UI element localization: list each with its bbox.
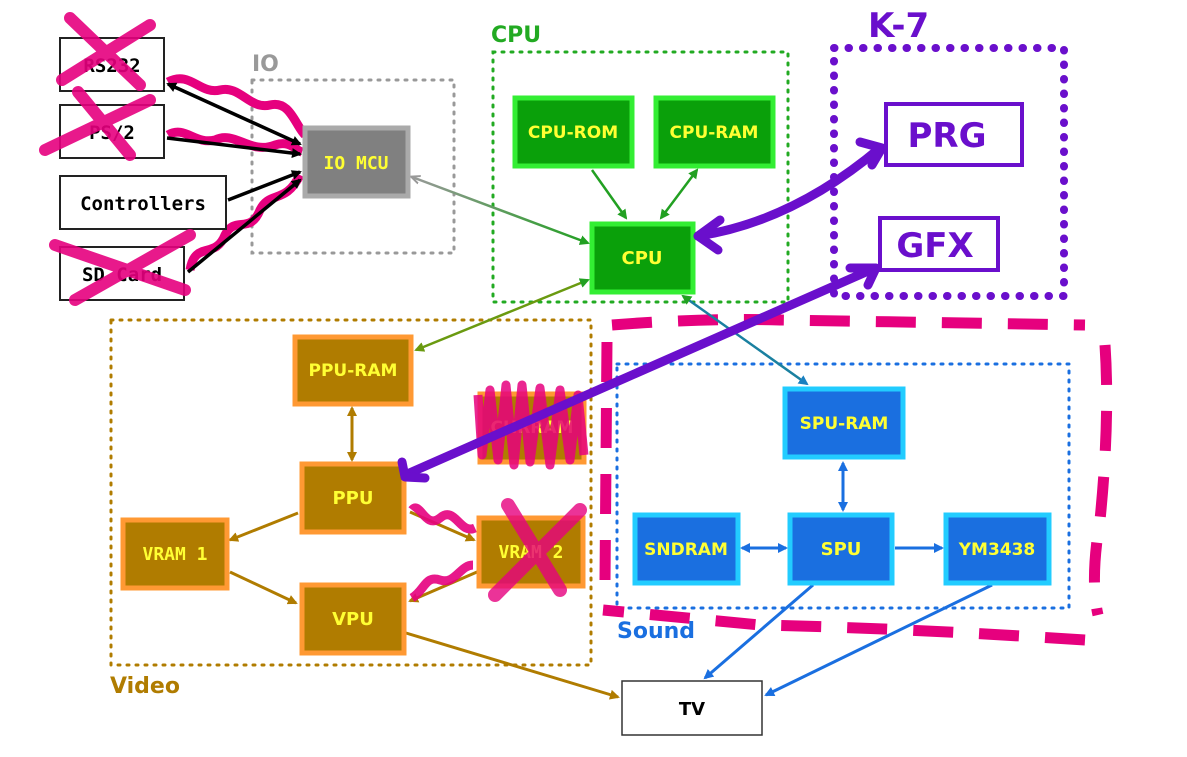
edge-cpu-spuram: [681, 294, 809, 386]
node-prg: PRG: [884, 102, 1024, 167]
squiggle-vram2-vpu: [409, 560, 474, 602]
node-spu-ram: SPU-RAM: [782, 386, 906, 460]
edge-rs232-iomcu: [166, 82, 302, 146]
io-group: IO: [250, 52, 456, 255]
node-io-mcu-label: IO MCU: [323, 153, 388, 174]
edge-ps2-iomcu: [166, 136, 302, 159]
node-ppu: PPU: [299, 461, 407, 535]
node-gfx-label: GFX: [896, 226, 973, 266]
video-group-label: Video: [110, 674, 180, 699]
node-cpu-ram: CPU-RAM: [653, 95, 776, 169]
node-vram1-label: VRAM 1: [142, 544, 207, 565]
strike-icon: [39, 86, 156, 161]
node-ym3438-label: YM3438: [958, 540, 1036, 560]
node-tv: TV: [621, 680, 763, 736]
io-group-border: [250, 78, 456, 255]
node-cpu-rom-label: CPU-ROM: [528, 123, 618, 143]
edge-sdcard-iomcu: [186, 178, 302, 274]
k7-group-label: K-7: [868, 6, 929, 46]
edge-ym3438-tv: [764, 583, 993, 697]
edge-vram2-vpu: [408, 570, 478, 603]
edge-cpu-ppuram: [414, 278, 590, 352]
node-controllers: Controllers: [59, 175, 227, 230]
node-ppu-label: PPU: [332, 488, 373, 509]
arrowhead-ppu: [397, 457, 430, 483]
strike-icon: [56, 12, 156, 91]
arrowhead-prg: [855, 137, 887, 170]
sound-group: Sound: [615, 362, 1071, 644]
edge-controllers-iomcu: [227, 170, 302, 202]
k7-group: K-7: [830, 6, 1068, 300]
handdrawn-sound-outline: [599, 314, 1113, 646]
node-spu-label: SPU: [821, 539, 862, 560]
node-vpu: VPU: [299, 582, 407, 656]
k7-group-border: [830, 44, 1068, 300]
arrow-ppu-gfx: [400, 263, 880, 480]
edge-vpu-tv: [405, 631, 620, 700]
node-controllers-label: Controllers: [80, 193, 206, 215]
sound-group-border: [615, 362, 1071, 610]
node-vpu-label: VPU: [332, 609, 374, 630]
node-sndram: SNDRAM: [632, 512, 741, 586]
strike-icon: [49, 229, 196, 306]
edge-cpurom-cpu: [590, 169, 628, 220]
edge-cpu-iomcu: [412, 177, 588, 243]
sound-group-label: Sound: [617, 619, 695, 644]
edge-vram1-vpu: [229, 570, 298, 605]
node-sndram-label: SNDRAM: [644, 540, 728, 560]
node-chrram: CHRRAM: [473, 380, 589, 470]
node-tv-label: TV: [679, 699, 705, 720]
node-io-mcu: IO MCU: [302, 125, 411, 199]
edge-ppu-vram1: [228, 511, 299, 542]
arrowhead-cpu: [693, 215, 725, 255]
node-vram2: VRAM 2: [476, 498, 587, 602]
node-sdcard: SD Card: [49, 229, 196, 306]
arrow-cpu-prg: [693, 143, 885, 241]
node-rs232: RS232: [56, 12, 165, 92]
node-cpu-ram-label: CPU-RAM: [670, 123, 759, 143]
video-group: Video: [109, 318, 593, 699]
squiggle-ppu-vram2: [408, 503, 477, 534]
cpu-group-label: CPU: [491, 23, 541, 48]
video-group-border: [109, 318, 593, 667]
node-ym3438: YM3438: [943, 512, 1052, 586]
node-ps2: PS/2: [39, 86, 165, 161]
connections: [165, 74, 993, 700]
edge-cpuram-cpu: [659, 168, 699, 220]
node-ppu-ram: PPU-RAM: [292, 334, 414, 407]
node-prg-label: PRG: [907, 116, 986, 156]
strike-icon: [488, 498, 587, 602]
node-spu-ram-label: SPU-RAM: [800, 414, 889, 434]
node-gfx: GFX: [878, 216, 1000, 272]
edge-spu-tv: [703, 583, 814, 680]
node-cpu-label: CPU: [621, 248, 662, 269]
handdrawn-arrows: [397, 137, 887, 483]
node-cpu: CPU: [589, 221, 696, 295]
node-vram1: VRAM 1: [120, 517, 230, 591]
node-ppu-ram-label: PPU-RAM: [309, 361, 398, 381]
squiggle-rs232: [165, 74, 309, 139]
node-cpu-rom: CPU-ROM: [512, 95, 635, 169]
node-spu: SPU: [787, 512, 895, 586]
arrowhead-gfx: [845, 263, 881, 290]
io-group-label: IO: [252, 52, 279, 77]
